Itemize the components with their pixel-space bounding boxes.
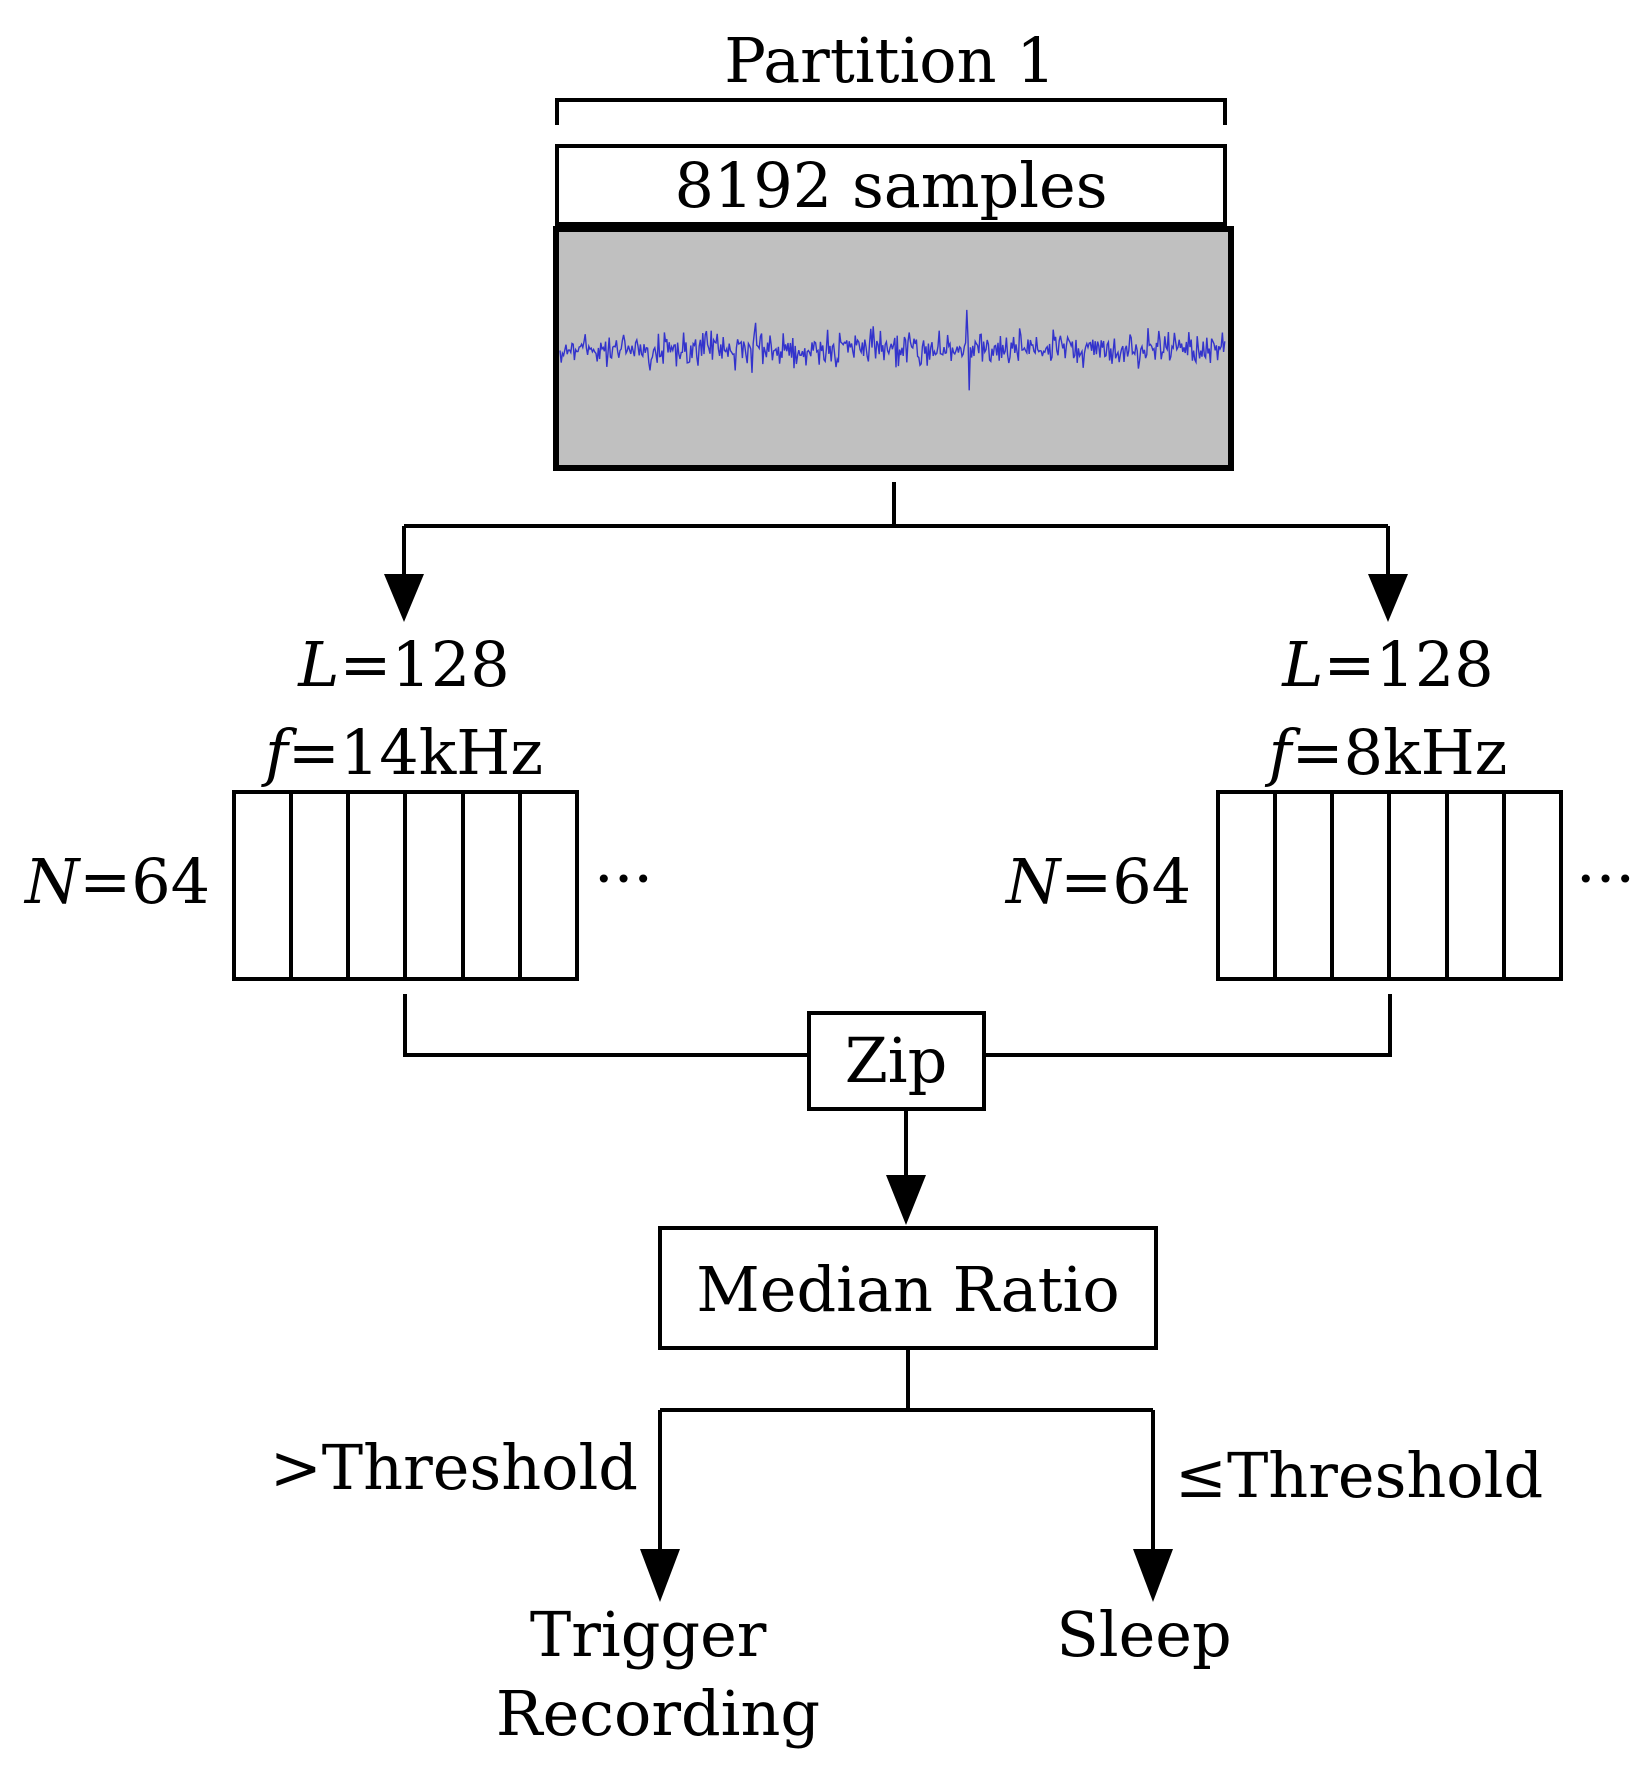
arrow-to-median bbox=[886, 1175, 926, 1225]
left-ellipsis: ··· bbox=[594, 842, 653, 915]
left-f-value: =14kHz bbox=[288, 716, 543, 789]
partition-title: Partition 1 bbox=[724, 24, 1055, 97]
waveform-signal bbox=[559, 309, 1226, 391]
decision-connector bbox=[658, 1350, 1155, 1550]
left-N-value: =64 bbox=[79, 845, 210, 918]
right-L-param: L=128 bbox=[1281, 628, 1493, 701]
right-N-value: =64 bbox=[1060, 845, 1191, 918]
right-L-symbol: L bbox=[1281, 628, 1323, 701]
right-N-param: N=64 bbox=[1004, 845, 1191, 918]
left-L-value: =128 bbox=[339, 628, 509, 701]
zip-label: Zip bbox=[845, 1024, 948, 1097]
samples-label: 8192 samples bbox=[674, 149, 1107, 222]
right-f-param: f=8kHz bbox=[1265, 716, 1508, 789]
trigger-recording-label: Trigger Recording bbox=[496, 1598, 820, 1750]
le-threshold-label: ≤Threshold bbox=[1175, 1439, 1543, 1512]
median-ratio-label: Median Ratio bbox=[696, 1253, 1119, 1326]
left-frames-block bbox=[232, 790, 579, 981]
zip-connector bbox=[403, 994, 1392, 1057]
right-L-value: =128 bbox=[1323, 628, 1493, 701]
arrow-to-sleep bbox=[1133, 1549, 1173, 1602]
median-ratio-box bbox=[658, 1226, 1158, 1350]
samples-box bbox=[555, 144, 1227, 226]
partition-bracket bbox=[555, 98, 1227, 125]
right-ellipsis: ··· bbox=[1576, 842, 1635, 915]
split-connector bbox=[402, 482, 1390, 575]
arrow-to-trigger bbox=[640, 1549, 680, 1602]
left-L-symbol: L bbox=[297, 628, 339, 701]
arrow-to-right-branch bbox=[1368, 574, 1408, 622]
trigger-line-2: Recording bbox=[496, 1677, 820, 1750]
right-f-value: =8kHz bbox=[1292, 716, 1508, 789]
left-N-symbol: N bbox=[23, 845, 82, 918]
zip-box bbox=[807, 1011, 986, 1111]
right-frames-block bbox=[1216, 790, 1563, 981]
trigger-line-1: Trigger bbox=[530, 1598, 767, 1671]
gt-threshold-label: >Threshold bbox=[270, 1431, 638, 1504]
right-N-symbol: N bbox=[1004, 845, 1063, 918]
left-N-param: N=64 bbox=[23, 845, 210, 918]
sleep-label: Sleep bbox=[1056, 1598, 1231, 1671]
arrow-to-left-branch bbox=[384, 574, 424, 622]
left-f-param: f=14kHz bbox=[261, 716, 543, 789]
left-L-param: L=128 bbox=[297, 628, 509, 701]
